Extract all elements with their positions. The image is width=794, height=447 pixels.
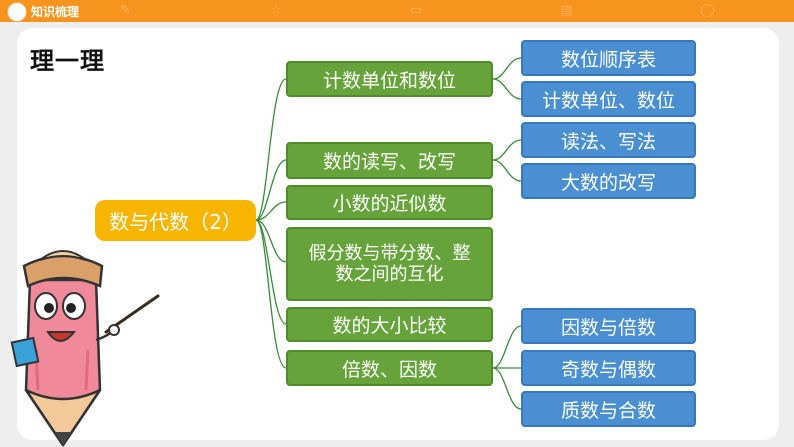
leaf-node-2: 计数单位、数位: [521, 81, 696, 117]
leaf-node-1: 数位顺序表: [521, 40, 696, 76]
connector-root-branch-3: [255, 201, 287, 221]
ruler-doodle-icon: ▭: [410, 3, 423, 18]
branch-node-1: 计数单位和数位: [286, 61, 493, 97]
pencil-mascot-illustration: [10, 250, 160, 447]
connector-root-branch-1: [255, 78, 287, 221]
branch-node-4: 假分数与带分数、整数之间的互化: [286, 227, 493, 301]
connector-branch6-leaf-7: [492, 367, 522, 410]
book-doodle-icon: ▤: [560, 3, 573, 18]
connector-branch1-leaf-1: [492, 57, 522, 80]
branch-node-2: 数的读写、改写: [286, 142, 493, 179]
branch-node-5: 数的大小比较: [286, 307, 493, 342]
leaf-node-4: 大数的改写: [521, 163, 696, 199]
connector-branch1-leaf-2: [492, 78, 522, 100]
star-doodle-icon: ☆: [270, 3, 282, 18]
circle-doodle-icon: ◯: [700, 3, 715, 18]
pencil-doodle-icon: ✎: [120, 3, 131, 18]
connector-branch2-leaf-3: [492, 139, 522, 161]
page-title: 理一理: [30, 47, 105, 75]
branch-node-3: 小数的近似数: [286, 185, 493, 220]
connector-branch6-leaf-5: [492, 325, 522, 369]
branch-node-6: 倍数、因数: [286, 350, 493, 386]
leaf-node-3: 读法、写法: [521, 122, 696, 158]
header-bar: 知识梳理 ✎ ☆ ▭ ▤ ◯: [0, 0, 794, 22]
leaf-node-6: 奇数与偶数: [521, 350, 696, 386]
connector-root-branch-2: [255, 159, 287, 221]
leaf-node-7: 质数与合数: [521, 391, 696, 427]
connector-root-branch-6: [255, 219, 287, 369]
leaf-node-5: 因数与倍数: [521, 308, 696, 344]
root-node: 数与代数（2）: [95, 200, 256, 241]
connector-root-branch-4: [255, 219, 287, 263]
logo-icon: [7, 2, 27, 22]
header-title: 知识梳理: [31, 5, 80, 19]
connector-branch2-leaf-4: [492, 159, 522, 182]
